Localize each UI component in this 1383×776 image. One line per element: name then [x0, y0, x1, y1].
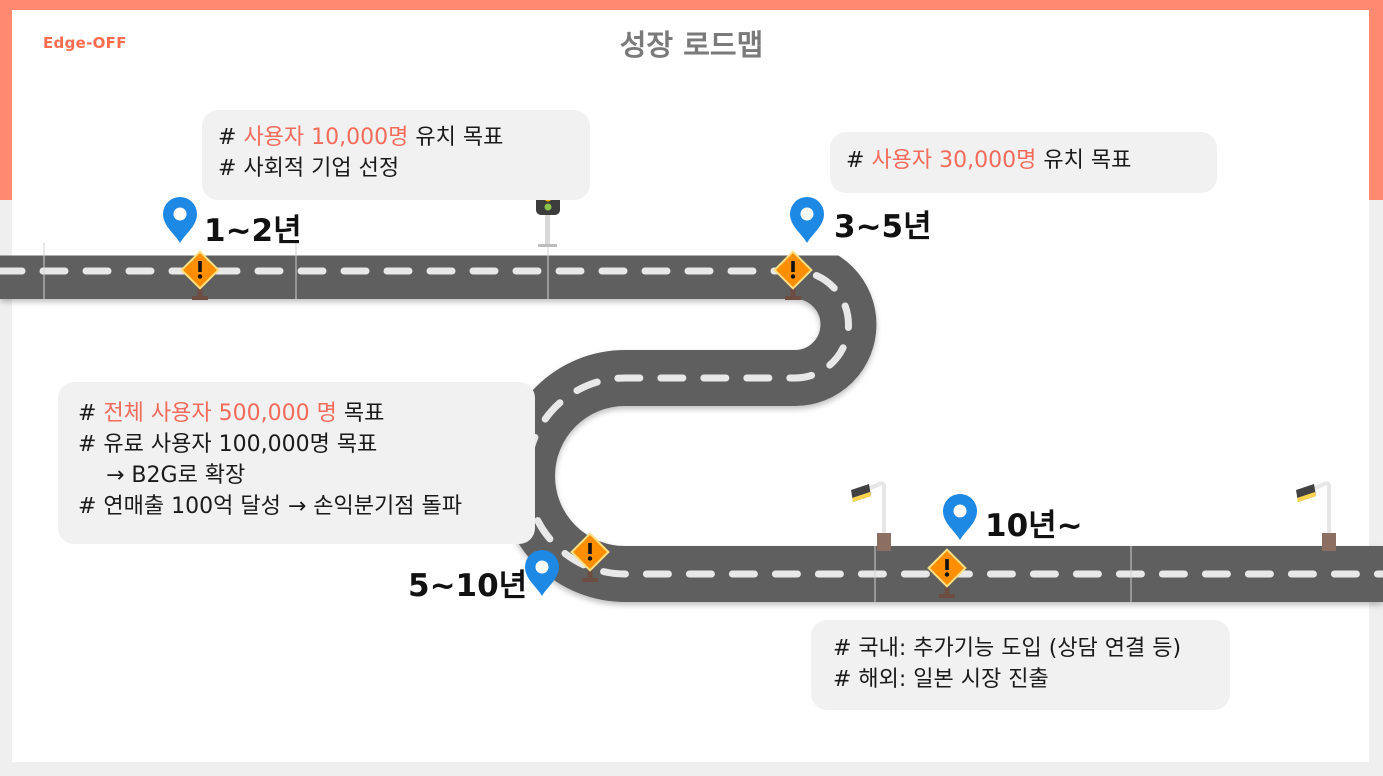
milestone-line: # 연매출 100억 달성 → 손익분기점 돌파 [78, 494, 462, 519]
map-pin-icon [163, 197, 197, 243]
milestone-label-3-5y: 3~5년 [834, 209, 932, 245]
warning-sign-icon [180, 250, 220, 300]
milestone-line: # 유료 사용자 100,000명 목표 [78, 432, 378, 457]
milestone-line: # 국내: 추가기능 도입 (상담 연결 등) [833, 636, 1182, 661]
milestone-box-3-5y: # 사용자 30,000명 유치 목표 [830, 132, 1217, 193]
milestone-box-5-10y: # 전체 사용자 500,000 명 목표 # 유료 사용자 100,000명 … [58, 382, 535, 544]
warning-sign-icon [773, 250, 813, 300]
milestone-label-10y-plus: 10년~ [985, 508, 1083, 544]
road-joints [43, 243, 1132, 602]
warning-sign-icon [927, 548, 967, 598]
brand-logo: Edge-OFF [43, 34, 127, 52]
milestone-label-1-2y: 1~2년 [204, 213, 302, 249]
page-title: 성장 로드맵 [619, 28, 764, 62]
map-pin-icon [790, 197, 824, 243]
milestone-box-1-2y: # 사용자 10,000명 유치 목표 # 사회적 기업 선정 [202, 110, 590, 200]
street-lamp-icon [1296, 481, 1336, 551]
milestone-line: # 사회적 기업 선정 [218, 156, 400, 181]
milestone-line: # 사용자 30,000명 유치 목표 [846, 148, 1132, 173]
warning-sign-icon [570, 532, 610, 582]
milestone-line: # 전체 사용자 500,000 명 목표 [78, 401, 385, 426]
milestone-line: # 해외: 일본 시장 진출 [833, 667, 1049, 692]
map-pin-icon [525, 550, 559, 596]
milestone-label-5-10y: 5~10년 [408, 568, 528, 604]
milestone-line: # 사용자 10,000명 유치 목표 [218, 125, 504, 150]
street-lamp-icon [851, 481, 891, 551]
milestone-box-10y-plus: # 국내: 추가기능 도입 (상담 연결 등) # 해외: 일본 시장 진출 [811, 620, 1230, 710]
road-lane-markings [0, 267, 1383, 578]
milestone-line: → B2G로 확장 [106, 463, 246, 488]
map-pin-icon [943, 494, 977, 540]
